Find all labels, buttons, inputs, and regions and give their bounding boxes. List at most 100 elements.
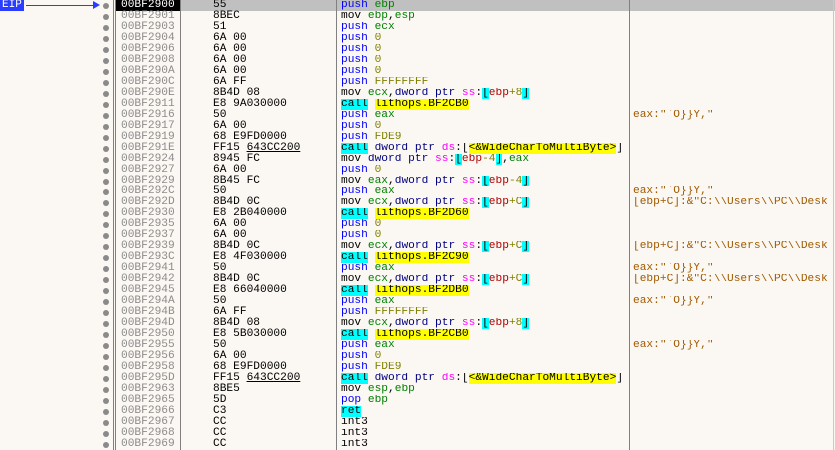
- breakpoint-dot-icon[interactable]: [103, 354, 109, 360]
- breakpoint-gutter[interactable]: [0, 417, 113, 428]
- breakpoint-gutter[interactable]: [0, 428, 113, 439]
- breakpoint-dot-icon[interactable]: [103, 321, 109, 328]
- instruction-cell[interactable]: mov ecx,dword ptr ss:[ebp+C]: [341, 241, 629, 253]
- breakpoint-gutter[interactable]: [0, 197, 113, 208]
- instruction-cell[interactable]: push ebp: [341, 0, 629, 11]
- breakpoint-gutter[interactable]: [0, 22, 113, 33]
- breakpoint-dot-icon[interactable]: [103, 211, 109, 218]
- address-cell[interactable]: 00BF294B: [121, 306, 175, 319]
- instruction-cell[interactable]: push eax: [341, 110, 629, 121]
- breakpoint-gutter[interactable]: [0, 329, 113, 340]
- instruction-cell[interactable]: push 0: [341, 33, 629, 44]
- breakpoint-dot-icon[interactable]: [103, 310, 109, 317]
- breakpoint-dot-icon[interactable]: [103, 299, 109, 306]
- breakpoint-dot-icon[interactable]: [103, 375, 109, 382]
- breakpoint-dot-icon[interactable]: [103, 123, 109, 130]
- breakpoint-gutter[interactable]: [0, 274, 113, 285]
- address-cell[interactable]: 00BF290C: [121, 75, 175, 88]
- breakpoint-gutter[interactable]: [0, 263, 113, 274]
- instruction-cell[interactable]: call lithops.BF2CB0: [341, 98, 629, 110]
- address-cell[interactable]: 00BF2929: [121, 174, 175, 187]
- instruction-cell[interactable]: mov dword ptr ss:[ebp-4],eax: [341, 153, 629, 165]
- breakpoint-gutter[interactable]: [0, 439, 113, 450]
- breakpoint-dot-icon[interactable]: [103, 408, 109, 415]
- breakpoint-gutter[interactable]: [0, 176, 113, 187]
- instruction-cell[interactable]: push 0: [341, 219, 629, 230]
- instruction-cell[interactable]: mov ecx,dword ptr ss:[ebp+C]: [341, 274, 629, 286]
- breakpoint-gutter[interactable]: [0, 252, 113, 263]
- breakpoint-gutter[interactable]: [0, 340, 113, 351]
- instruction-cell[interactable]: call lithops.BF2DB0: [341, 285, 629, 297]
- instruction-cell[interactable]: push FDE9: [341, 132, 629, 143]
- instruction-cell[interactable]: call lithops.BF2C90: [341, 252, 629, 264]
- breakpoint-gutter[interactable]: [0, 296, 113, 307]
- instruction-cell[interactable]: push 0: [341, 44, 629, 55]
- address-cell[interactable]: 00BF2966: [121, 404, 175, 417]
- instruction-cell[interactable]: push 0: [341, 55, 629, 66]
- instruction-cell[interactable]: push 0: [341, 121, 629, 132]
- address-cell[interactable]: 00BF2967: [121, 415, 175, 428]
- breakpoint-dot-icon[interactable]: [103, 266, 109, 273]
- breakpoint-gutter[interactable]: [0, 33, 113, 44]
- breakpoint-dot-icon[interactable]: [103, 332, 109, 339]
- instruction-cell[interactable]: push 0: [341, 66, 629, 77]
- breakpoint-dot-icon[interactable]: [103, 79, 109, 86]
- breakpoint-dot-icon[interactable]: [103, 386, 109, 393]
- breakpoint-dot-icon[interactable]: [103, 343, 109, 350]
- address-cell[interactable]: 00BF2904: [121, 31, 175, 44]
- instruction-cell[interactable]: call lithops.BF2CB0: [341, 329, 629, 341]
- address-cell[interactable]: 00BF2950: [121, 328, 175, 341]
- breakpoint-dot-icon[interactable]: [103, 364, 109, 371]
- address-cell[interactable]: 00BF2958: [121, 360, 175, 373]
- address-cell[interactable]: 00BF2911: [121, 97, 175, 110]
- address-cell[interactable]: 00BF290E: [121, 86, 175, 99]
- breakpoint-dot-icon[interactable]: [103, 57, 109, 64]
- breakpoint-gutter[interactable]: [0, 285, 113, 296]
- breakpoint-dot-icon[interactable]: [103, 233, 109, 240]
- breakpoint-gutter[interactable]: [0, 143, 113, 154]
- address-cell[interactable]: 00BF2969: [121, 437, 175, 450]
- breakpoint-dot-icon[interactable]: [103, 24, 109, 31]
- address-cell[interactable]: 00BF2942: [121, 273, 175, 286]
- instruction-cell[interactable]: mov ebp,esp: [341, 11, 629, 22]
- instruction-cell[interactable]: push 0: [341, 165, 629, 176]
- address-cell[interactable]: 00BF2906: [121, 42, 175, 55]
- breakpoint-dot-icon[interactable]: [103, 35, 109, 42]
- instruction-cell[interactable]: push 0: [341, 351, 629, 362]
- address-cell[interactable]: 00BF2963: [121, 382, 175, 395]
- address-cell[interactable]: 00BF292D: [121, 196, 175, 209]
- instruction-cell[interactable]: push eax: [341, 263, 629, 274]
- address-cell[interactable]: 00BF2917: [121, 119, 175, 132]
- breakpoint-gutter[interactable]: [0, 373, 113, 384]
- instruction-cell[interactable]: int3: [341, 439, 629, 450]
- address-cell[interactable]: 00BF2941: [121, 262, 175, 275]
- breakpoint-gutter[interactable]: [0, 11, 113, 22]
- breakpoint-dot-icon[interactable]: [103, 255, 109, 262]
- breakpoint-gutter[interactable]: [0, 318, 113, 329]
- breakpoint-dot-icon[interactable]: [103, 101, 109, 108]
- breakpoint-dot-icon[interactable]: [103, 189, 109, 196]
- instruction-cell[interactable]: push ecx: [341, 22, 629, 33]
- address-cell[interactable]: 00BF2919: [121, 130, 175, 143]
- instruction-cell[interactable]: pop ebp: [341, 395, 629, 406]
- breakpoint-dot-icon[interactable]: [103, 419, 109, 426]
- address-cell[interactable]: 00BF293C: [121, 251, 175, 264]
- breakpoint-gutter[interactable]: [0, 88, 113, 99]
- instruction-cell[interactable]: push eax: [341, 186, 629, 197]
- breakpoint-dot-icon[interactable]: [103, 156, 109, 163]
- breakpoint-gutter[interactable]: [0, 165, 113, 176]
